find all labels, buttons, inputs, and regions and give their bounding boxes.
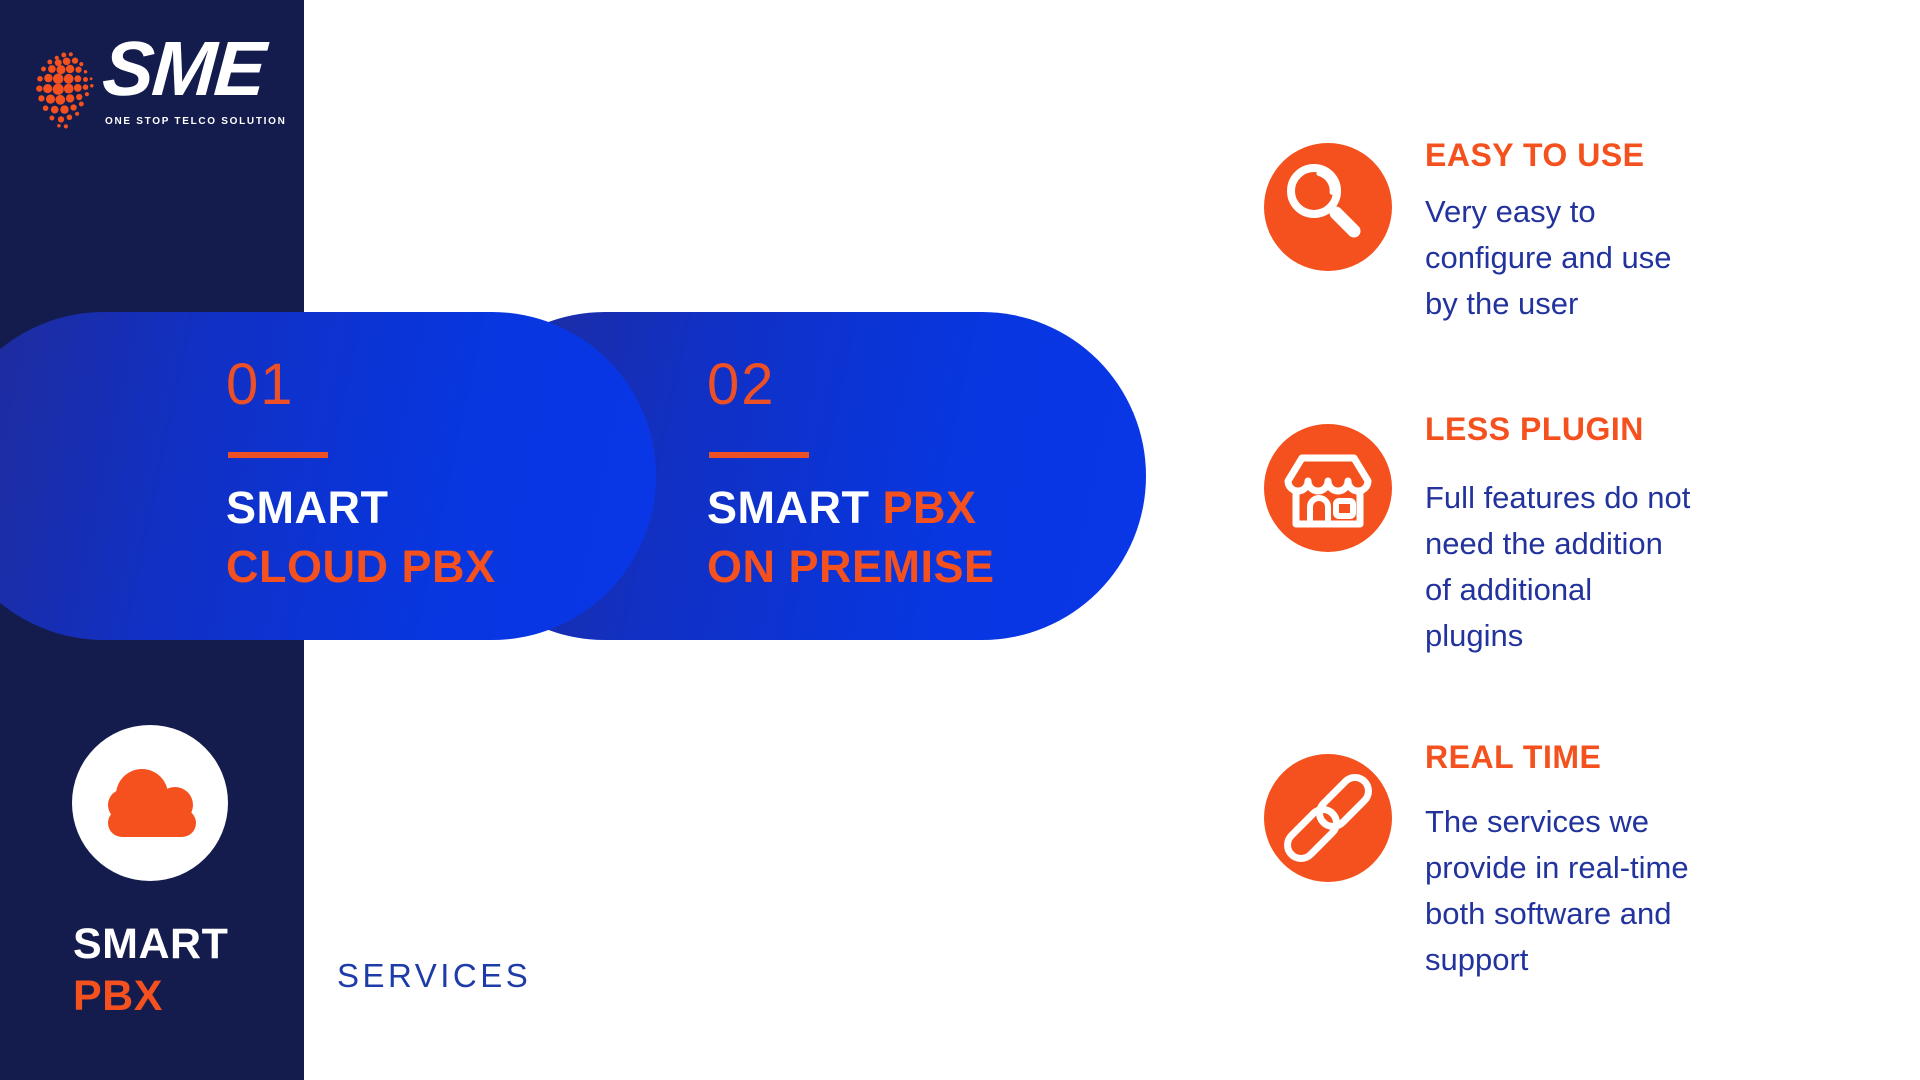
brand-name: SME <box>99 26 267 112</box>
feature-less-plugin-body: Full features do not need the addition o… <box>1425 475 1690 659</box>
pill-2-title-word-white: SMART <box>707 482 870 533</box>
pill-1-title: SMART CLOUD PBX <box>226 478 496 596</box>
feature-body-line: Very easy to <box>1425 194 1596 229</box>
brand-tagline: ONE STOP TELCO SOLUTION <box>105 116 287 127</box>
feature-easy-to-use-title: EASY TO USE <box>1425 137 1645 173</box>
feature-body-line: support <box>1425 942 1529 977</box>
smart-pbx-label: SMART PBX <box>73 918 228 1022</box>
feature-less-plugin-circle <box>1264 424 1392 552</box>
services-label: SERVICES <box>337 957 532 994</box>
feature-real-time-title: REAL TIME <box>1425 739 1602 775</box>
feature-body-line: by the user <box>1425 286 1579 321</box>
feature-easy-to-use-circle <box>1264 143 1392 271</box>
chain-link-icon <box>1284 774 1372 862</box>
pill-smart-cloud-pbx <box>0 312 656 640</box>
magnifier-icon <box>1287 164 1361 238</box>
feature-body-line: The services we <box>1425 804 1649 839</box>
brand-logo: SME ONE STOP TELCO SOLUTION <box>33 26 285 134</box>
smart-pbx-badge <box>72 725 228 881</box>
globe-dots-icon <box>36 52 94 129</box>
pill-1-number: 01 <box>226 352 295 417</box>
feature-body-line: need the addition <box>1425 526 1663 561</box>
feature-real-time-body: The services we provide in real-time bot… <box>1425 799 1689 983</box>
pill-1-divider <box>228 452 328 458</box>
smart-pbx-label-line2: PBX <box>73 972 163 1020</box>
feature-body-line: Full features do not <box>1425 480 1691 515</box>
feature-body-line: provide in real-time <box>1425 850 1689 885</box>
feature-body-line: both software and <box>1425 896 1672 931</box>
smart-pbx-label-line1: SMART <box>73 920 229 968</box>
pill-1-content: 01 SMART CLOUD PBX <box>226 352 495 593</box>
pill-2-title-word-orange: PBX <box>882 482 977 533</box>
pill-2-title-line2: ON PREMISE <box>707 541 995 592</box>
feature-real-time-circle <box>1264 754 1392 882</box>
feature-body-line: of additional <box>1425 572 1593 607</box>
feature-easy-to-use-body: Very easy to configure and use by the us… <box>1425 189 1671 327</box>
feature-body-line: plugins <box>1425 618 1524 653</box>
pill-2-divider <box>709 452 809 458</box>
feature-less-plugin-title: LESS PLUGIN <box>1425 411 1644 447</box>
feature-body-line: configure and use <box>1425 240 1672 275</box>
store-icon <box>1284 454 1372 528</box>
cloud-icon <box>108 769 196 837</box>
pill-2-number: 02 <box>707 352 776 417</box>
pill-1-title-word-white: SMART <box>226 482 389 533</box>
pill-1-title-line2: CLOUD PBX <box>226 541 496 592</box>
